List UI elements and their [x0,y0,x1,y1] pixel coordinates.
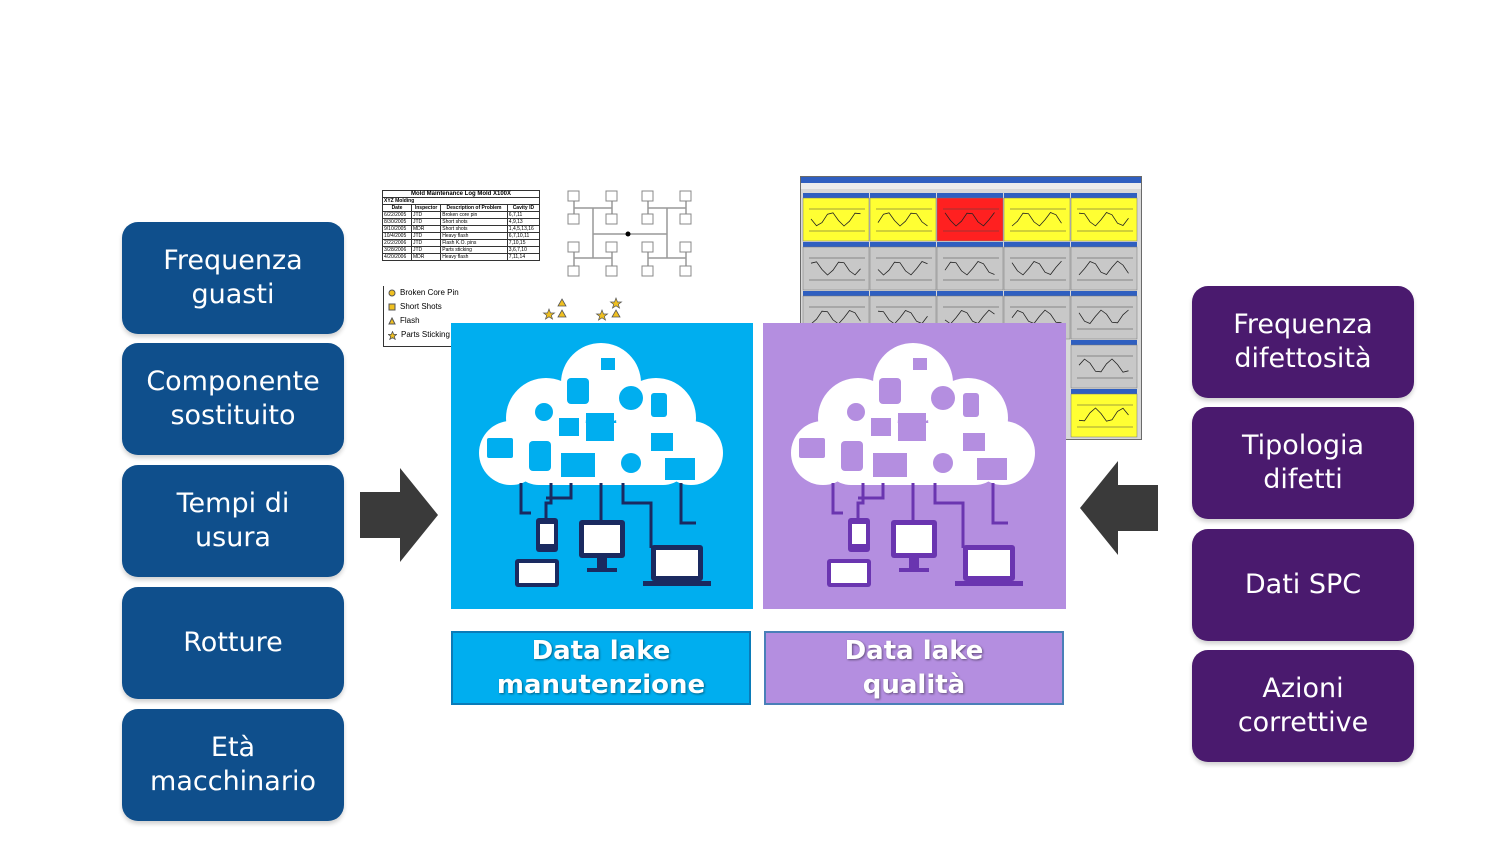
log-cell: 6,7,11 [506,211,541,219]
log-cell: MDR [410,225,442,233]
log-cell: JTD [410,232,442,240]
log-cell: Flash K.O. pins [440,239,508,247]
defect-markers [542,297,623,321]
log-cell: MDR [410,253,442,261]
log-cell: 3,6,7,10 [506,246,541,254]
log-cell: 3/28/2006 [382,246,412,254]
log-cell: Short shots [440,218,508,226]
triangle-icon [388,317,396,325]
log-cell: 4/20/2006 [382,253,412,261]
log-cell: 8/30/2005 [382,218,412,226]
left-item-tempi-di-usura: Tempi di usura [122,465,344,577]
log-header: Inspector [410,204,442,212]
legend-item: Parts Sticking [384,328,474,342]
log-header: Date [382,204,412,212]
defect-legend: Broken Core Pin Short Shots Flash Parts … [383,286,474,347]
right-item-tipologia-difetti: Tipologia difetti [1192,407,1414,519]
left-item-frequenza-guasti: Frequenza guasti [122,222,344,334]
legend-label: Parts Sticking [401,330,450,339]
log-cell: Heavy flash [440,253,508,261]
cloud-data-icon [791,343,1035,587]
log-cell: 10/4/2005 [382,232,412,240]
maintenance-log-table: Mold Maintenance Log Mold X100X XYZ Mold… [382,190,541,278]
log-header: Description of Problem [440,204,508,212]
log-row: 2/22/2006 JTD Flash K.O. pins 7,10,15 [382,239,541,247]
right-item-azioni-correttive: Azioni correttive [1192,650,1414,762]
mold-cavity-layout-diagram [567,190,692,277]
log-cell: 7,11,14 [506,253,541,261]
log-row: 4/20/2006 MDR Heavy flash 7,11,14 [382,253,541,261]
legend-item: Broken Core Pin [384,286,474,300]
log-cell: JTD [410,246,442,254]
log-row: 8/30/2005 JTD Short shots 4,9,13 [382,218,541,226]
log-row: 6/22/2005 JTD Broken core pin 6,7,11 [382,211,541,219]
legend-label: Flash [400,316,420,325]
log-cell: Parts sticking [440,246,508,254]
maintenance-data-lake-illustration [451,323,753,609]
left-item-eta-macchinario: Età macchinario [122,709,344,821]
quality-data-lake-label: Data lake qualità [764,631,1064,705]
left-item-rotture: Rotture [122,587,344,699]
log-cell: 7,10,15 [506,239,541,247]
legend-item: Short Shots [384,300,474,314]
log-cell: JTD [410,218,442,226]
log-row: 9/10/2005 MDR Short shots 1,4,5,13,16 [382,225,541,233]
maintenance-data-lake-label: Data lake manutenzione [451,631,751,705]
log-cell: Short shots [440,225,508,233]
log-cell: Heavy flash [440,232,508,240]
cloud-data-icon [479,343,723,587]
square-icon [388,303,396,311]
log-row: 3/28/2006 JTD Parts sticking 3,6,7,10 [382,246,541,254]
log-cell: 1,4,5,13,16 [506,225,541,233]
legend-label: Short Shots [400,302,442,311]
log-cell: 2/22/2006 [382,239,412,247]
log-cell: JTD [410,239,442,247]
log-cell: 6,7,10,11 [506,232,541,240]
log-cell: JTD [410,211,442,219]
log-cell: 6/22/2005 [382,211,412,219]
log-title: Mold Maintenance Log Mold X100X [382,190,540,198]
legend-item: Flash [384,314,474,328]
left-item-componente-sostituito: Componente sostituito [122,343,344,455]
star-icon [388,330,397,340]
log-row: 10/4/2005 JTD Heavy flash 6,7,10,11 [382,232,541,240]
log-company: XYZ Molding [382,197,540,205]
log-header: Cavity ID [506,204,541,212]
legend-label: Broken Core Pin [400,288,459,297]
right-item-frequenza-difettosita: Frequenza difettosità [1192,286,1414,398]
right-item-dati-spc: Dati SPC [1192,529,1414,641]
right-arrow-icon [360,468,438,562]
log-cell: 9/10/2005 [382,225,412,233]
circle-icon [388,289,396,297]
log-cell: Broken core pin [440,211,508,219]
log-cell: 4,9,13 [506,218,541,226]
quality-data-lake-illustration [763,323,1066,609]
left-arrow-icon [1080,461,1158,555]
